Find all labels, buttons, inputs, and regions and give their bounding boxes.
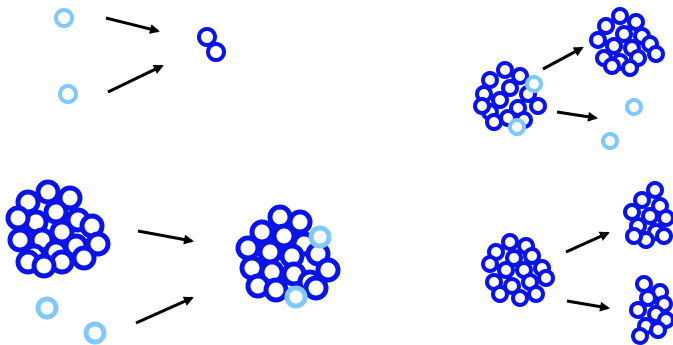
fission-fragment-lower — [629, 275, 673, 345]
heavy-nucleon — [57, 185, 83, 211]
heavy-nucleon — [633, 191, 651, 209]
heavy-nucleon — [271, 223, 297, 249]
heavy-nucleon — [496, 61, 514, 79]
heavy-cluster-daughter — [589, 7, 665, 77]
heavy-nucleon — [5, 205, 31, 231]
heavy-cluster-parent — [473, 61, 547, 131]
heavy-nucleon — [621, 59, 639, 77]
heavy-nucleon — [631, 327, 649, 345]
heavy-cluster-product — [235, 204, 341, 303]
heavy-nucleon — [491, 91, 509, 109]
heavy-nucleon — [249, 219, 275, 245]
heavy-nucleon — [7, 227, 33, 253]
heavy-nucleon — [655, 227, 673, 245]
light-nucleon — [625, 98, 643, 116]
heavy-nucleon — [71, 245, 97, 271]
heavy-nucleon — [527, 285, 545, 303]
light-nucleon — [284, 285, 308, 309]
heavy-nucleon — [625, 227, 643, 245]
arrow — [107, 64, 164, 94]
heavy-nucleon — [523, 247, 541, 265]
heavy-nucleon — [605, 37, 623, 55]
heavy-nucleon — [511, 289, 529, 307]
heavy-nucleon — [257, 239, 283, 265]
heavy-nucleon — [627, 13, 645, 31]
heavy-nucleon — [615, 25, 633, 43]
arrow — [542, 46, 584, 71]
heavy-nucleon — [235, 235, 261, 261]
heavy-cluster-fissile — [481, 233, 555, 307]
heavy-nucleon — [529, 97, 547, 115]
panel-fusion-heavy — [5, 179, 341, 345]
light-nucleon — [308, 225, 332, 249]
heavy-nucleon — [647, 45, 665, 63]
heavy-nucleon — [505, 249, 523, 267]
heavy-nucleon — [31, 253, 57, 279]
heavy-nucleon — [485, 113, 503, 131]
panel-decay — [473, 7, 665, 150]
heavy-nucleon — [491, 285, 509, 303]
heavy-nucleon — [537, 269, 555, 287]
heavy-nucleon — [649, 321, 667, 339]
panel-fission — [481, 181, 673, 345]
arrow — [135, 296, 194, 325]
arrow — [565, 231, 610, 254]
heavy-nucleon — [629, 301, 647, 319]
light-nucleon — [601, 132, 619, 150]
heavy-nucleon — [287, 209, 313, 235]
heavy-nucleon — [43, 199, 69, 225]
heavy-nucleon — [503, 277, 521, 295]
heavy-nucleon — [603, 57, 621, 75]
heavy-nucleon — [501, 79, 519, 97]
fission-fragment-upper — [623, 181, 673, 249]
heavy-nucleon — [263, 277, 289, 303]
heavy-nucleon — [206, 42, 226, 62]
arrow — [105, 16, 160, 34]
heavy-nucleon — [641, 207, 659, 225]
heavy-nucleon — [639, 289, 657, 307]
heavy-nucleon — [646, 181, 664, 199]
heavy-cluster-reactant — [5, 179, 111, 279]
light-nucleon — [35, 296, 59, 320]
heavy-nucleon — [497, 261, 515, 279]
heavy-nucleon — [597, 17, 615, 35]
heavy-nucleon — [623, 203, 641, 221]
heavy-nucleon — [197, 27, 217, 47]
heavy-nucleon — [481, 255, 499, 273]
arrow — [137, 229, 194, 245]
arrow — [556, 110, 598, 122]
light-nucleon — [525, 75, 543, 93]
heavy-nucleon — [473, 97, 491, 115]
heavy-nucleon — [635, 275, 653, 293]
heavy-nucleon — [481, 71, 499, 89]
heavy-nucleon — [501, 233, 519, 251]
heavy-nucleon — [35, 179, 61, 205]
heavy-nucleon — [611, 7, 629, 25]
heavy-nucleon — [589, 31, 607, 49]
light-nucleon — [83, 321, 107, 345]
heavy-nucleon — [315, 257, 341, 283]
light-nucleon — [54, 8, 74, 28]
light-nucleon — [508, 118, 526, 136]
heavy-nucleon — [303, 275, 329, 301]
arrow — [566, 299, 610, 312]
heavy-nucleon — [511, 67, 529, 85]
panel-fusion-light — [54, 8, 226, 104]
heavy-nucleon — [657, 209, 673, 227]
light-nucleon — [58, 84, 78, 104]
